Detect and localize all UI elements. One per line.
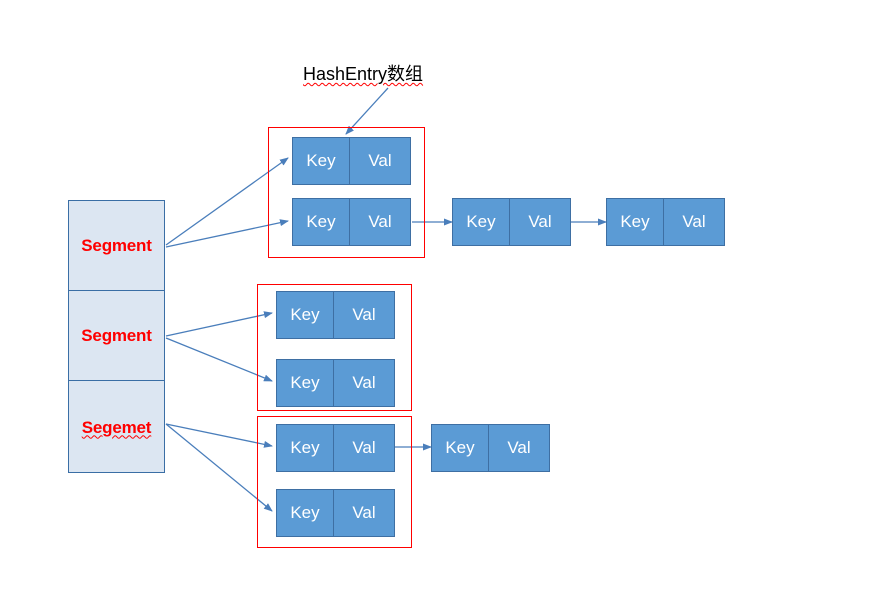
segment-cell-3[interactable]: Segemet: [68, 380, 165, 473]
entry-val-cell: Val: [350, 199, 410, 245]
entry-val-cell: Val: [334, 490, 394, 536]
entry-key-cell: Key: [453, 199, 510, 245]
entry-val-cell: Val: [334, 292, 394, 338]
entry-key-cell: Key: [432, 425, 489, 471]
segment-label-2: Segment: [81, 325, 152, 345]
entry-key-cell: Key: [277, 425, 334, 471]
hashentry-array-frame-2: [257, 284, 412, 411]
entry-val-cell: Val: [664, 199, 724, 245]
hashentry-array-frame-3: [257, 416, 412, 548]
entry-key-cell: Key: [293, 138, 350, 184]
entry-val-cell: Val: [334, 425, 394, 471]
segment-cell-1[interactable]: Segment: [68, 200, 165, 291]
entry-node-r1-s2-n1[interactable]: Key Val: [292, 198, 411, 246]
entry-key-cell: Key: [277, 292, 334, 338]
entry-val-cell: Val: [489, 425, 549, 471]
entry-val-cell: Val: [510, 199, 570, 245]
entry-node-r3-s1-n1[interactable]: Key Val: [276, 424, 395, 472]
entry-node-r3-s1-n2[interactable]: Key Val: [431, 424, 550, 472]
entry-val-cell: Val: [350, 138, 410, 184]
entry-val-cell: Val: [334, 360, 394, 406]
entry-node-r3-s2-n1[interactable]: Key Val: [276, 489, 395, 537]
entry-node-r1-s2-n3[interactable]: Key Val: [606, 198, 725, 246]
entry-key-cell: Key: [277, 490, 334, 536]
hashentry-array-title-text: HashEntry数组: [303, 64, 424, 84]
hashentry-array-title: HashEntry数组: [303, 60, 423, 86]
segment-label-1: Segment: [81, 235, 152, 255]
entry-node-r2-s1-n1[interactable]: Key Val: [276, 291, 395, 339]
segment-stack: Segment Segment Segemet: [68, 200, 165, 473]
entry-key-cell: Key: [277, 360, 334, 406]
entry-node-r2-s2-n1[interactable]: Key Val: [276, 359, 395, 407]
segment-label-3: Segemet: [81, 417, 152, 437]
segment-cell-2[interactable]: Segment: [68, 290, 165, 381]
entry-node-r1-s2-n2[interactable]: Key Val: [452, 198, 571, 246]
entry-key-cell: Key: [293, 199, 350, 245]
entry-key-cell: Key: [607, 199, 664, 245]
entry-node-r1-s1-n1[interactable]: Key Val: [292, 137, 411, 185]
hashentry-array-frame-1: [268, 127, 425, 258]
